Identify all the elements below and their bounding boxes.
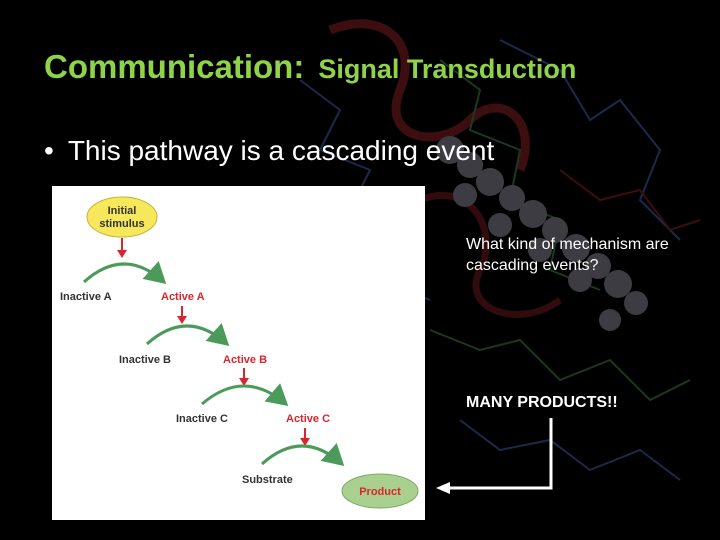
green-curved-arrow-icon <box>82 261 167 285</box>
stimulus-ellipse <box>86 196 158 238</box>
white-elbow-arrow-icon <box>436 418 553 494</box>
inactive-b-label: Inactive B <box>119 354 171 366</box>
molecule-strand <box>499 39 681 241</box>
cascade-diagram: Initial stimulus Inactive A Active A Ina… <box>52 186 425 520</box>
red-down-arrow-icon <box>117 238 127 258</box>
inactive-c-label: Inactive C <box>176 413 228 425</box>
red-down-arrow-icon <box>300 428 310 446</box>
answer-text: MANY PRODUCTS!! <box>466 394 618 411</box>
slide-title: Communication: Signal Transduction <box>44 48 576 86</box>
green-curved-arrow-icon <box>201 383 289 406</box>
molecule-ribbon <box>328 19 530 172</box>
green-curved-arrow-icon <box>260 443 345 467</box>
stimulus-label-line2: stimulus <box>99 218 144 230</box>
title-main: Communication: <box>44 48 305 85</box>
stimulus-label-line1: Initial <box>108 205 137 217</box>
active-c-label: Active C <box>286 413 330 425</box>
substrate-label: Substrate <box>242 474 293 486</box>
molecule-strand <box>559 169 701 232</box>
active-b-label: Active B <box>223 354 267 366</box>
bullet-text: This pathway is a cascading event <box>67 135 495 166</box>
molecule-spheres <box>436 136 648 331</box>
active-a-label: Active A <box>161 291 205 303</box>
molecule-strand <box>429 329 691 402</box>
product-label: Product <box>359 486 401 498</box>
question-text: What kind of mechanism are cascading eve… <box>466 236 669 274</box>
product-ellipse <box>341 473 419 509</box>
red-down-arrow-icon <box>239 368 249 386</box>
bullet-point: • This pathway is a cascading event <box>44 135 494 167</box>
inactive-a-label: Inactive A <box>60 291 112 303</box>
red-down-arrow-icon <box>177 306 187 324</box>
bullet-symbol: • <box>44 135 54 166</box>
title-sub: Signal Transduction <box>318 54 577 84</box>
green-curved-arrow-icon <box>145 323 230 347</box>
molecule-strand <box>459 419 681 481</box>
molecule-strand <box>439 59 601 291</box>
